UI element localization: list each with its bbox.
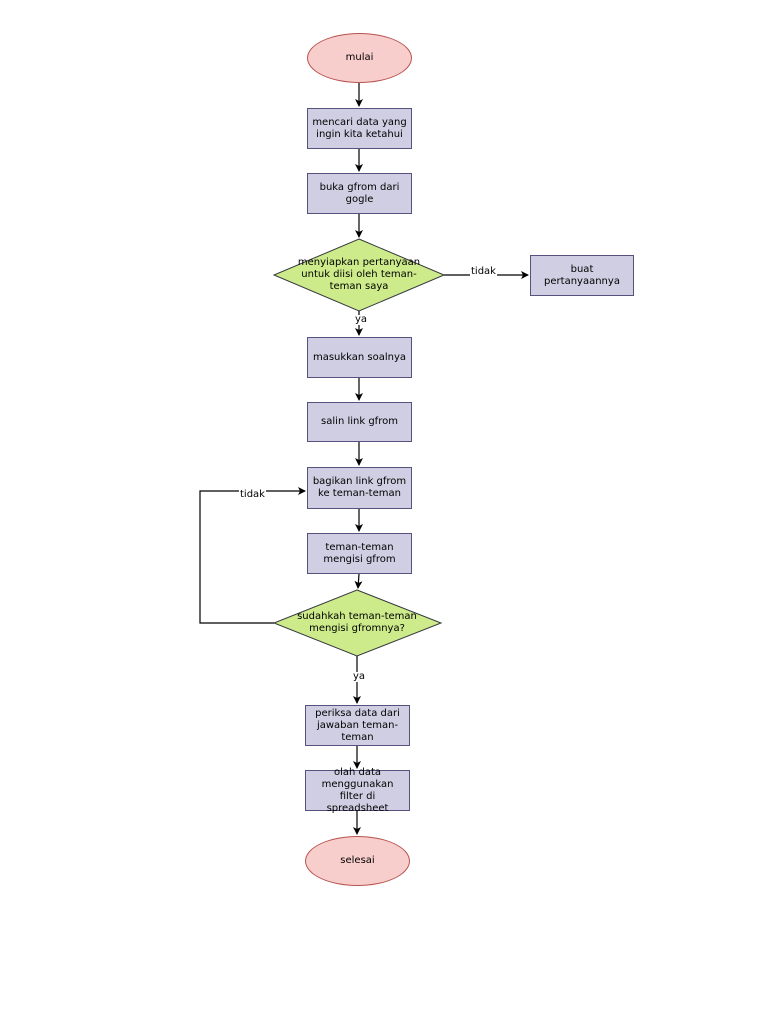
end-terminal: selesai: [305, 836, 410, 886]
process-data-step: olah data menggunakan filter di spreadsh…: [305, 767, 410, 814]
check-data-step-label: periksa data dari jawaban teman-teman: [315, 707, 400, 743]
check-data-step: periksa data dari jawaban teman-teman: [305, 705, 410, 746]
enter-questions-step-label: masukkan soalnya: [312, 351, 407, 363]
edge-label-filled-no: tidak: [239, 489, 266, 500]
copy-link-step: salin link gfrom: [307, 402, 412, 442]
open-gform-step: buka gfrom dari gogle: [307, 173, 412, 214]
make-questions-step-label: buat pertanyaannya: [544, 263, 620, 287]
enter-questions-step: masukkan soalnya: [307, 337, 412, 378]
edge-label-filled-yes: ya: [352, 671, 367, 682]
filled-check-decision-label: sudahkah teman-teman mengisi gfromnya?: [297, 611, 417, 634]
copy-link-step-label: salin link gfrom: [321, 416, 398, 427]
make-questions-step: buat pertanyaannya: [530, 255, 634, 296]
edge-check-loop-back: [199, 487, 306, 624]
edge-label-prepare-no: tidak: [470, 266, 497, 277]
find-data-step: mencari data yang ingin kita ketahui: [307, 108, 412, 149]
friends-fill-step-label: teman-teman mengisi gfrom: [323, 541, 396, 565]
edge-label-prepare-yes: ya: [354, 314, 369, 325]
share-link-step-label: bagikan link gfrom ke teman-teman: [312, 476, 407, 499]
prepare-questions-decision-label: menyiapkan pertanyaan untuk diisi oleh t…: [297, 257, 421, 292]
open-gform-step-label: buka gfrom dari gogle: [319, 181, 400, 205]
prepare-questions-decision: menyiapkan pertanyaan untuk diisi oleh t…: [296, 253, 422, 297]
start-terminal: mulai: [307, 33, 412, 83]
end-terminal-label: selesai: [340, 855, 375, 866]
process-data-step-label: olah data menggunakan filter di spreadsh…: [321, 766, 394, 814]
find-data-step-label: mencari data yang ingin kita ketahui: [312, 116, 407, 140]
share-link-step: bagikan link gfrom ke teman-teman: [307, 467, 412, 509]
start-terminal-label: mulai: [345, 52, 374, 63]
filled-check-decision: sudahkah teman-teman mengisi gfromnya?: [295, 606, 419, 640]
friends-fill-step: teman-teman mengisi gfrom: [307, 533, 412, 574]
edge-fill-to-check: [354, 573, 363, 589]
